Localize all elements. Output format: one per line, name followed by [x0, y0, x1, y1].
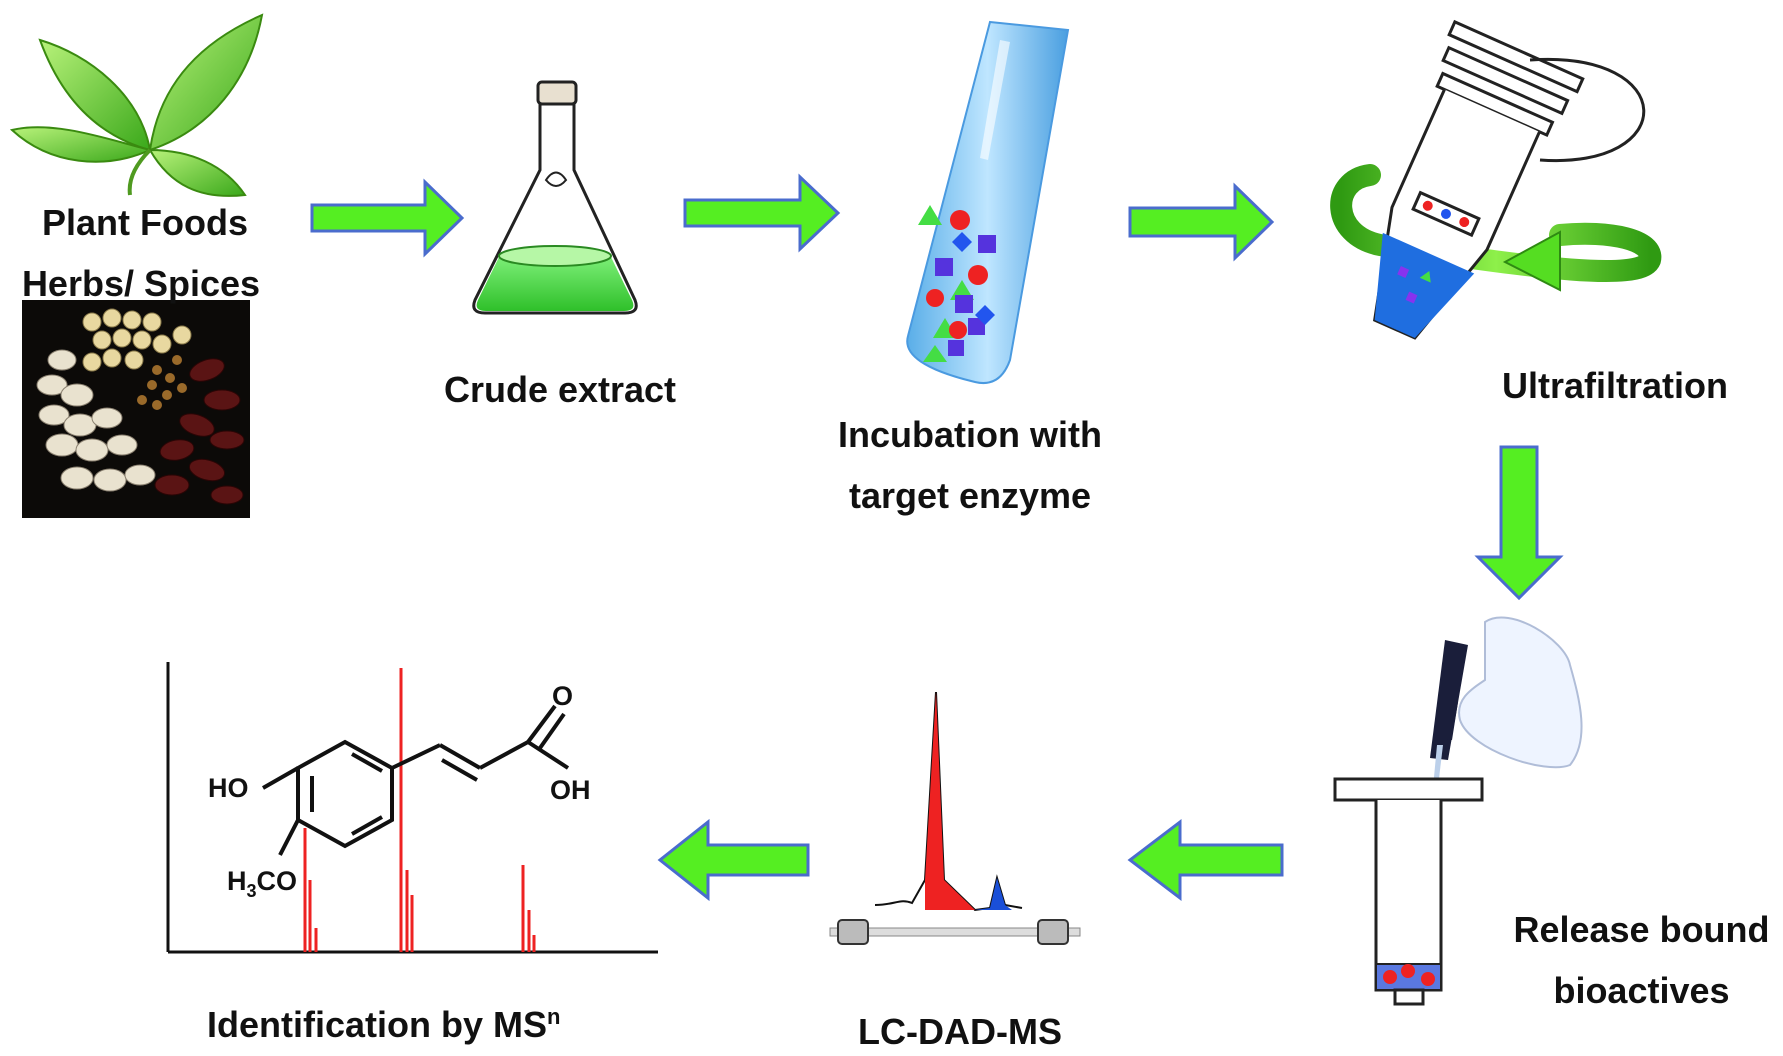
flask-icon — [472, 80, 638, 315]
spe-cartridge-icon — [1333, 777, 1484, 1006]
chromatogram-icon — [829, 691, 1081, 945]
incubation-label-line1: Incubation with — [838, 414, 1102, 455]
centrifuge-filter-icon — [1330, 19, 1662, 340]
carbonyl-oxygen-label: O — [552, 681, 573, 711]
incubation-label-line2: target enzyme — [848, 475, 1092, 516]
flow-arrow-6 — [657, 818, 810, 902]
ms-spectrum-icon — [166, 662, 658, 954]
flow-arrow-4 — [1474, 445, 1564, 601]
flow-arrow-3 — [1128, 182, 1275, 262]
identification-superscript: n — [547, 1004, 561, 1029]
release-bound-label-line1: Release bound — [1513, 909, 1770, 950]
leaf-icon — [9, 13, 264, 197]
seeds-photo — [22, 300, 250, 518]
methoxy-label: H3CO — [227, 866, 297, 901]
acid-hydroxyl-label: OH — [550, 775, 591, 805]
release-bound-label-line2: bioactives — [1553, 970, 1730, 1011]
seeds-photo-art — [36, 308, 245, 505]
crude-extract-label: Crude extract — [443, 369, 677, 410]
lc-dad-ms-label: LC-DAD-MS — [858, 1011, 1062, 1052]
identification-text: Identification by MS — [207, 1004, 548, 1045]
flow-arrow-1 — [310, 178, 465, 258]
identification-label: Identification by MSn — [207, 1006, 560, 1043]
hydroxyl-label: HO — [208, 773, 249, 803]
flow-arrow-5 — [1127, 818, 1284, 902]
herbs-spices-label: Herbs/ Spices — [21, 263, 261, 304]
flow-arrow-2 — [683, 173, 841, 253]
plant-foods-label: Plant Foods — [42, 202, 248, 243]
test-tube-icon — [906, 20, 1070, 384]
molecule-structure — [262, 704, 570, 856]
pipette-hand-icon — [1430, 616, 1583, 820]
ultrafiltration-label: Ultrafiltration — [1501, 365, 1728, 406]
